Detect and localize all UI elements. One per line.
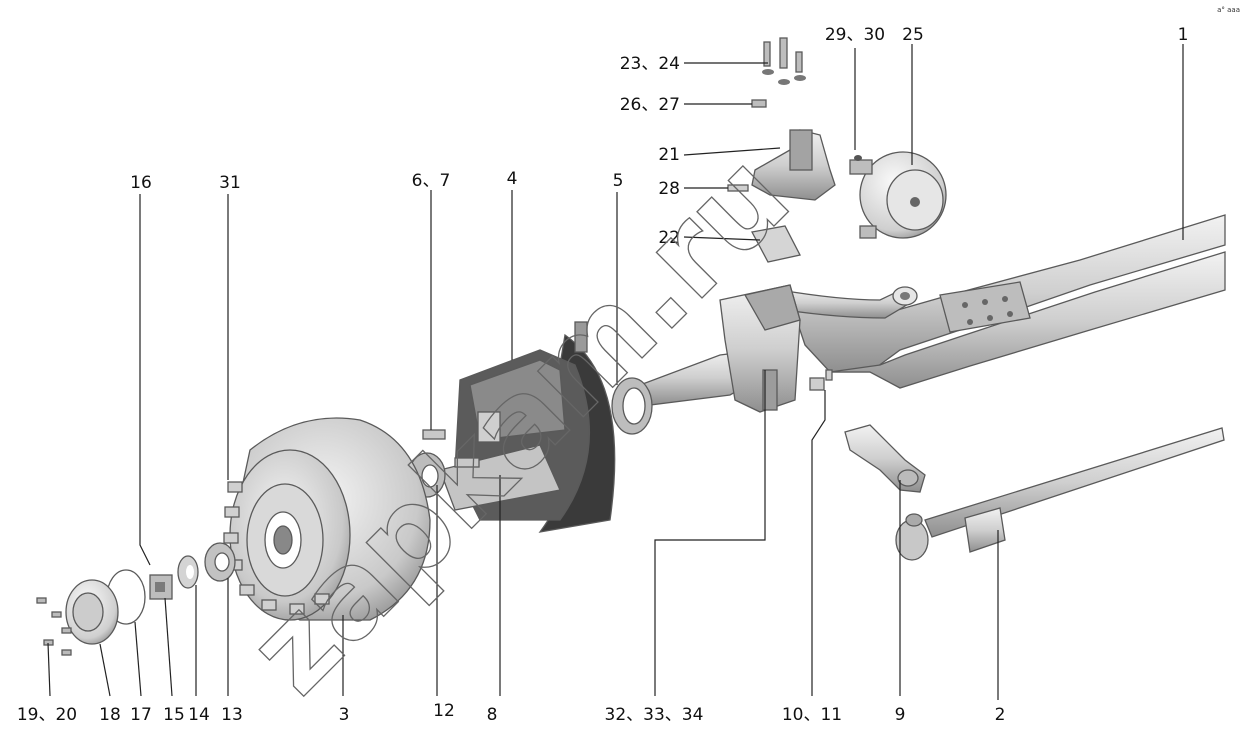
- label-23-24: 23、24: [620, 54, 680, 74]
- hub-cap-part: [65, 579, 119, 645]
- label-14: 14: [188, 705, 210, 725]
- oil-seal-part: [611, 377, 653, 435]
- label-26-27: 26、27: [620, 95, 680, 115]
- chamber-nut-part: [854, 155, 862, 161]
- washer-part: [177, 555, 199, 589]
- kingpin-bolt-part: [809, 369, 833, 391]
- wheel-studs-part: [223, 481, 330, 615]
- chamber-bracket-part: [751, 129, 836, 201]
- label-13: 13: [221, 705, 243, 725]
- brake-drum-hub-part: [229, 417, 431, 621]
- anchor-bolt-part: [422, 429, 480, 468]
- label-18: 18: [99, 705, 121, 725]
- label-1: 1: [1178, 25, 1189, 45]
- steering-arm-part: [844, 424, 926, 493]
- tie-rod-part: [895, 427, 1225, 561]
- brake-chamber-part: [849, 151, 947, 239]
- steering-knuckle-part: [639, 284, 801, 413]
- label-17: 17: [130, 705, 152, 725]
- label-4: 4: [507, 169, 518, 189]
- label-8: 8: [487, 705, 498, 725]
- label-5: 5: [613, 171, 624, 191]
- label-25: 25: [902, 25, 924, 45]
- hub-nut-part: [149, 574, 173, 600]
- label-9: 9: [895, 705, 906, 725]
- small-bolt-part: [751, 99, 767, 108]
- label-2: 2: [995, 705, 1006, 725]
- leader-lines: [47, 44, 1184, 700]
- label-3: 3: [339, 705, 350, 725]
- bracket-gasket-part: [751, 225, 801, 263]
- label-21: 21: [658, 145, 680, 165]
- label-22: 22: [658, 228, 680, 248]
- label-32-33-34: 32、33、34: [605, 705, 704, 725]
- bracket-bolts-part: [762, 37, 806, 85]
- label-31: 31: [219, 173, 241, 193]
- label-19-20: 19、20: [17, 705, 77, 725]
- corner-mark: a° aaa: [1217, 6, 1240, 14]
- label-6-7: 6、7: [412, 171, 451, 191]
- label-28: 28: [658, 179, 680, 199]
- label-29-30: 29、30: [825, 25, 885, 45]
- label-15: 15: [163, 705, 185, 725]
- callout-labels: 1 2 3 4 5 6、7 8 9 10、11 12 13 14 15 16 1…: [17, 25, 1189, 725]
- label-10-11: 10、11: [782, 705, 842, 725]
- label-16: 16: [130, 173, 152, 193]
- brake-assembly-part: [439, 321, 616, 533]
- front-axle-beam-part: [779, 214, 1226, 389]
- label-12: 12: [433, 701, 455, 721]
- outer-bearing-part: [204, 542, 236, 582]
